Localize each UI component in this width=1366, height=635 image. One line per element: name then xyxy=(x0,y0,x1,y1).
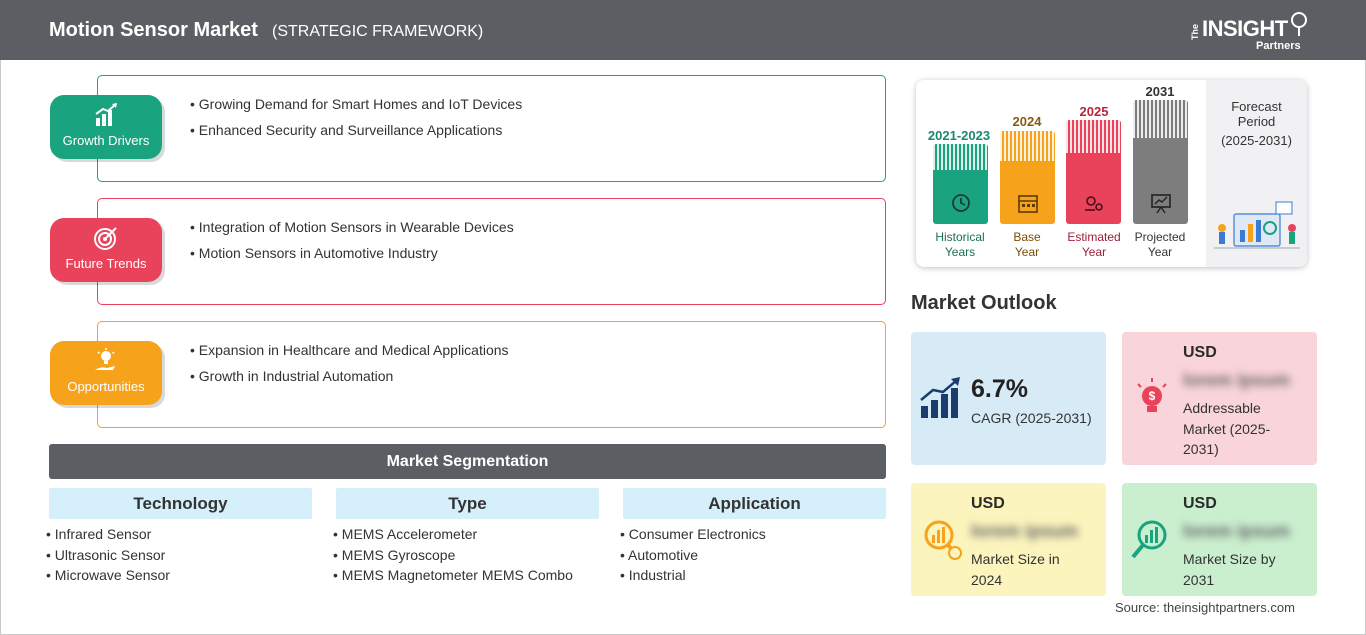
size-2024-currency: USD xyxy=(971,495,1005,512)
segmentation-title: Market Segmentation xyxy=(49,444,886,479)
future-trends-list: Integration of Motion Sensors in Wearabl… xyxy=(190,219,514,271)
gears-icon xyxy=(1085,196,1103,211)
cagr-tile: 6.7% CAGR (2025-2031) xyxy=(911,332,1106,465)
segment-heading-application: Application xyxy=(623,488,886,519)
list-item: Growth in Industrial Automation xyxy=(190,368,509,384)
timeline-year-projected: 2031 xyxy=(1145,84,1175,99)
badge-label: Growth Drivers xyxy=(62,133,150,148)
source-credit: Source: theinsightpartners.com xyxy=(1115,600,1295,615)
size-2031-value: lorem ipsum xyxy=(1183,521,1291,541)
list-item: MEMS Magnetometer MEMS Combo xyxy=(333,567,573,588)
opportunities-card: Expansion in Healthcare and Medical Appl… xyxy=(97,321,886,428)
list-item: Consumer Electronics xyxy=(620,526,766,547)
market-outlook-title: Market Outlook xyxy=(911,292,1057,314)
cagr-value: 6.7% xyxy=(971,375,1028,403)
forecast-period: (2025-2031) xyxy=(1221,133,1292,148)
insight-partners-logo: The INSIGHT Partners xyxy=(1190,10,1310,54)
timeline-year-base: 2024 xyxy=(1012,114,1042,129)
badge-label: Future Trends xyxy=(65,256,147,271)
timeline-bar-historical xyxy=(933,144,988,224)
list-item: Microwave Sensor xyxy=(46,567,170,588)
timeline-bar-base xyxy=(1000,131,1055,224)
svg-text:$: $ xyxy=(1149,389,1156,403)
opportunities-badge: Opportunities xyxy=(50,341,162,405)
list-item: Integration of Motion Sensors in Wearabl… xyxy=(190,219,514,235)
list-item: Infrared Sensor xyxy=(46,526,170,547)
page-subtitle: (STRATEGIC FRAMEWORK) xyxy=(272,23,484,40)
timeline-year-historical: 2021-2023 xyxy=(927,128,991,143)
growth-drivers-badge: Growth Drivers xyxy=(50,95,162,159)
money-search-icon xyxy=(924,520,962,560)
technology-list: Infrared Sensor Ultrasonic Sensor Microw… xyxy=(46,526,170,588)
list-item: Motion Sensors in Automotive Industry xyxy=(190,245,514,261)
market-search-icon xyxy=(1131,520,1167,559)
growth-chart-icon xyxy=(920,377,960,418)
growth-drivers-list: Growing Demand for Smart Homes and IoT D… xyxy=(190,96,522,148)
future-trends-badge: Future Trends xyxy=(50,218,162,282)
size-2031-currency: USD xyxy=(1183,495,1217,512)
analytics-illustration-icon xyxy=(1214,201,1300,249)
list-item: Growing Demand for Smart Homes and IoT D… xyxy=(190,96,522,112)
target-icon xyxy=(94,227,117,250)
future-trends-card: Integration of Motion Sensors in Wearabl… xyxy=(97,198,886,305)
lightbulb-hand-icon xyxy=(95,348,115,370)
timeline-bar-projected xyxy=(1133,100,1188,224)
segment-heading-technology: Technology xyxy=(49,488,312,519)
growth-drivers-card: Growing Demand for Smart Homes and IoT D… xyxy=(97,75,886,182)
timeline-bar-estimated xyxy=(1066,120,1121,224)
cagr-label: CAGR (2025-2031) xyxy=(971,410,1092,426)
header-bar: Motion Sensor Market (STRATEGIC FRAMEWOR… xyxy=(0,0,1366,60)
list-item: Ultrasonic Sensor xyxy=(46,547,170,568)
opportunities-list: Expansion in Healthcare and Medical Appl… xyxy=(190,342,509,394)
list-item: MEMS Accelerometer xyxy=(333,526,573,547)
list-item: Expansion in Healthcare and Medical Appl… xyxy=(190,342,509,358)
list-item: Enhanced Security and Surveillance Appli… xyxy=(190,122,522,138)
badge-label: Opportunities xyxy=(67,379,145,394)
type-list: MEMS Accelerometer MEMS Gyroscope MEMS M… xyxy=(333,526,573,588)
bar-chart-growth-icon xyxy=(95,103,117,126)
money-bulb-icon: $ xyxy=(1137,378,1167,412)
addressable-currency: USD xyxy=(1183,344,1217,361)
segment-heading-type: Type xyxy=(336,488,599,519)
presentation-icon xyxy=(1151,194,1171,214)
calendar-icon xyxy=(1018,195,1038,213)
size-2024-value: lorem ipsum xyxy=(971,521,1079,541)
page-title: Motion Sensor Market xyxy=(49,19,258,41)
list-item: Automotive xyxy=(620,547,766,568)
list-item: Industrial xyxy=(620,567,766,588)
history-clock-icon xyxy=(952,194,970,212)
list-item: MEMS Gyroscope xyxy=(333,547,573,568)
addressable-value: lorem ipsum xyxy=(1183,370,1291,390)
application-list: Consumer Electronics Automotive Industri… xyxy=(620,526,766,588)
timeline-year-estimated: 2025 xyxy=(1079,104,1109,119)
